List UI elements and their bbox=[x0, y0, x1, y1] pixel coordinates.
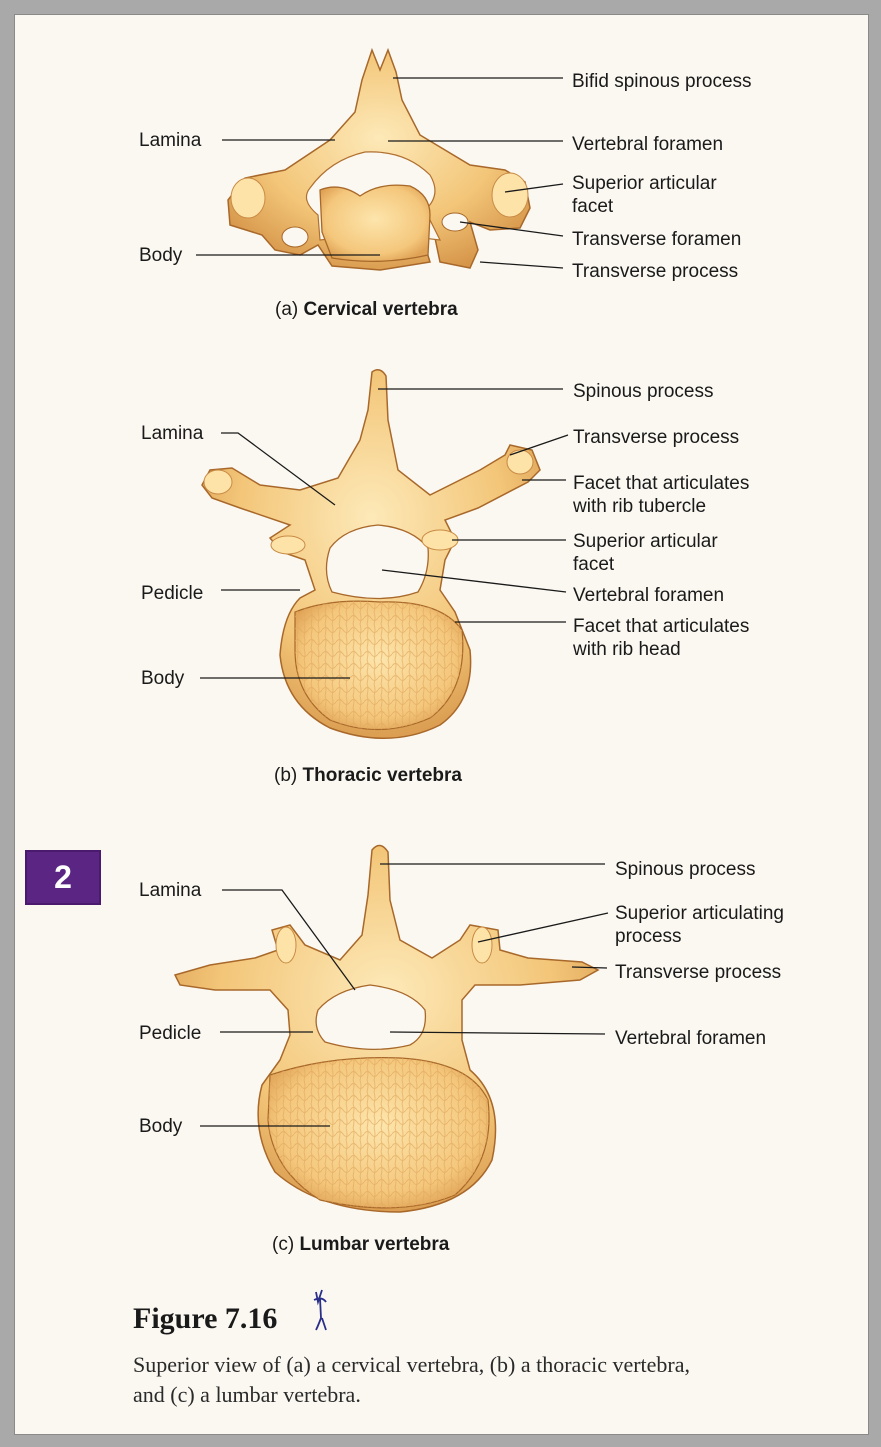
caption-cervical: (a) Cervical vertebra bbox=[275, 299, 458, 321]
label-cervical-superior-facet-line2: facet bbox=[572, 196, 614, 217]
label-lumbar-foramen: Vertebral foramen bbox=[615, 1028, 767, 1049]
label-thoracic-superior-facet-line1: Superior articular bbox=[573, 531, 718, 552]
handwritten-mark bbox=[313, 1289, 327, 1331]
caption-lumbar-prefix: (c) bbox=[272, 1234, 295, 1255]
leader-lines bbox=[196, 77, 609, 1127]
label-lumbar-superior-articulating-line2: process bbox=[615, 926, 682, 947]
label-thoracic-transverse-process: Transverse process bbox=[573, 427, 740, 448]
label-lumbar-superior-articulating-line1: Superior articulating bbox=[615, 903, 784, 924]
label-thoracic-superior-facet-line2: facet bbox=[573, 554, 615, 575]
figure-title: Figure 7.16 bbox=[133, 1302, 278, 1335]
chapter-badge: 2 bbox=[25, 850, 101, 905]
label-lumbar-spinous: Spinous process bbox=[615, 859, 756, 880]
thoracic-vertebra-drawing bbox=[201, 369, 541, 740]
label-thoracic-pedicle: Pedicle bbox=[141, 583, 204, 604]
caption-cervical-title: Cervical vertebra bbox=[303, 299, 458, 320]
label-cervical-transverse-foramen: Transverse foramen bbox=[572, 229, 742, 250]
label-thoracic-rib-head-line1: Facet that articulates bbox=[573, 616, 750, 637]
caption-thoracic: (b) Thoracic vertebra bbox=[274, 765, 462, 787]
figure-description-line2: and (c) a lumbar vertebra. bbox=[133, 1382, 361, 1407]
label-cervical-foramen: Vertebral foramen bbox=[572, 134, 724, 155]
label-thoracic-foramen: Vertebral foramen bbox=[573, 585, 725, 606]
label-thoracic-rib-tubercle-line1: Facet that articulates bbox=[573, 473, 750, 494]
label-thoracic-rib-head-line2: with rib head bbox=[573, 639, 681, 660]
figure-description-line1: Superior view of (a) a cervical vertebra… bbox=[133, 1352, 691, 1377]
label-thoracic-spinous: Spinous process bbox=[573, 381, 714, 402]
label-cervical-superior-facet-line1: Superior articular bbox=[572, 173, 717, 194]
label-lumbar-transverse-process: Transverse process bbox=[615, 962, 782, 983]
label-thoracic-rib-tubercle-line2: with rib tubercle bbox=[573, 496, 707, 517]
label-thoracic-body: Body bbox=[141, 668, 185, 689]
caption-thoracic-prefix: (b) bbox=[274, 765, 298, 786]
caption-lumbar: (c) Lumbar vertebra bbox=[272, 1234, 449, 1256]
label-lumbar-body: Body bbox=[139, 1116, 183, 1137]
label-lumbar-lamina: Lamina bbox=[139, 880, 202, 901]
caption-thoracic-title: Thoracic vertebra bbox=[302, 765, 462, 786]
caption-lumbar-title: Lumbar vertebra bbox=[299, 1234, 450, 1255]
label-cervical-lamina: Lamina bbox=[139, 130, 202, 151]
label-thoracic-lamina: Lamina bbox=[141, 423, 204, 444]
caption-cervical-prefix: (a) bbox=[275, 299, 299, 320]
cervical-vertebra-drawing bbox=[227, 47, 531, 271]
label-cervical-body: Body bbox=[139, 245, 183, 266]
figure-description: Superior view of (a) a cervical vertebra… bbox=[133, 1350, 833, 1410]
label-cervical-transverse-process: Transverse process bbox=[572, 261, 739, 282]
label-lumbar-pedicle: Pedicle bbox=[139, 1023, 202, 1044]
label-cervical-bifid-spinous: Bifid spinous process bbox=[572, 71, 752, 92]
lumbar-vertebra-drawing bbox=[173, 844, 600, 1213]
